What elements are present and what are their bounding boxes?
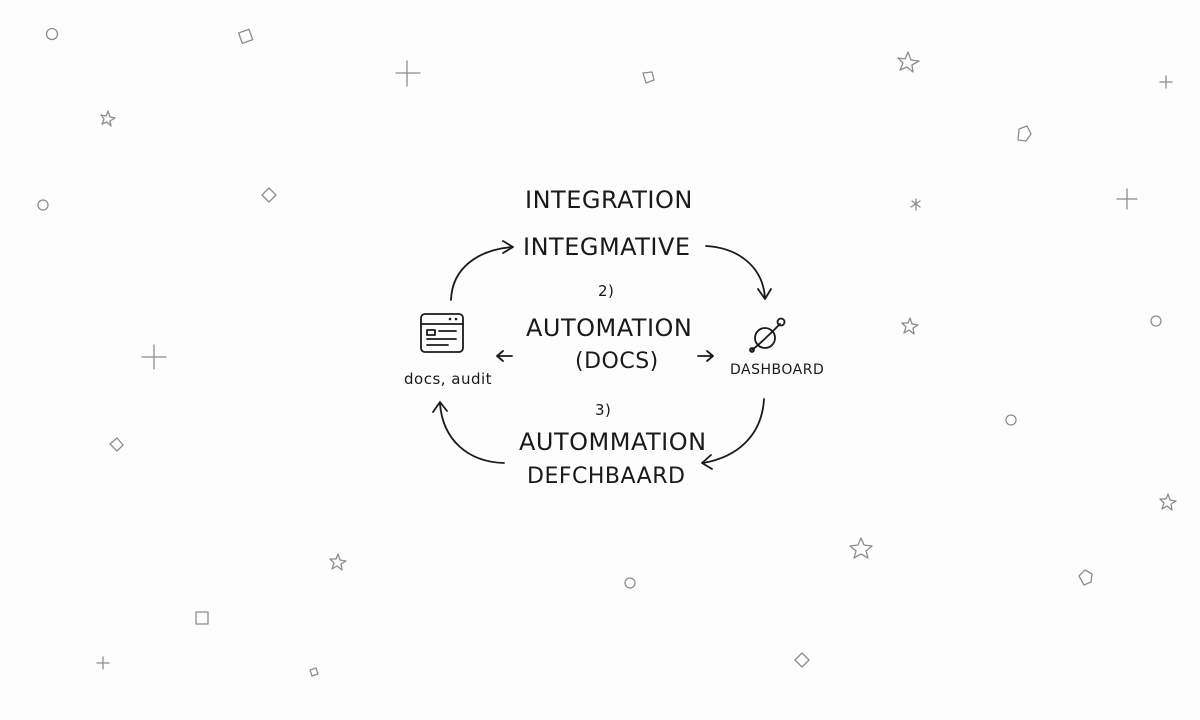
star-doodle xyxy=(1159,493,1177,511)
left-node-label: docs, audit xyxy=(404,370,493,388)
step-number-3: 3) xyxy=(595,401,612,419)
arrow-head xyxy=(432,401,448,413)
circle-doodle xyxy=(1005,414,1017,426)
star-doodle xyxy=(100,110,116,127)
step-number-2: 2) xyxy=(598,282,615,300)
diamond-doodle xyxy=(109,437,124,452)
diamond-doodle xyxy=(309,667,319,677)
arrow-center-left xyxy=(496,350,513,362)
diagram-top-title: INTEGRATION xyxy=(525,186,693,214)
browser-window-icon xyxy=(420,313,464,353)
circle-doodle xyxy=(37,199,49,211)
diamond-doodle xyxy=(794,652,810,668)
arrow-right-to-bottom xyxy=(702,398,765,464)
plus-doodle xyxy=(395,60,421,87)
arrow-bottom-to-left xyxy=(439,403,505,464)
arrow-center-right xyxy=(697,350,714,362)
decorative-shapes xyxy=(37,27,1177,677)
pentagon-doodle xyxy=(1017,125,1032,142)
diagram-bottom-subtitle: DEFCHBAARD xyxy=(527,464,686,489)
arrow-top-to-right xyxy=(705,245,766,299)
right-node-label: DASHBOARD xyxy=(730,362,825,378)
arrow-head xyxy=(502,240,514,254)
circle-doodle xyxy=(1150,315,1162,327)
diamond-doodle xyxy=(642,71,655,84)
diagram-top-label: INTEGMATIVE xyxy=(523,233,691,261)
diamond-doodle xyxy=(261,187,277,203)
plus-doodle xyxy=(141,344,167,370)
cycle-arrows xyxy=(432,240,772,470)
square-doodle xyxy=(195,611,209,625)
circle-doodle xyxy=(624,577,636,589)
plus-doodle xyxy=(1116,188,1138,210)
plus-doodle xyxy=(1159,75,1173,89)
diagram-center-title: AUTOMATION xyxy=(526,314,693,342)
arrow-head xyxy=(757,288,772,300)
arrow-head xyxy=(701,454,713,470)
square-doodle xyxy=(237,28,254,44)
circle-doodle xyxy=(45,27,59,41)
pentagon-doodle xyxy=(1078,569,1093,586)
star-doodle xyxy=(897,51,920,73)
plus-doodle xyxy=(96,656,110,670)
diagram-center-subtitle: (DOCS) xyxy=(575,349,659,374)
star-doodle xyxy=(849,537,873,559)
diagram-bottom-title: AUTOMMATION xyxy=(519,428,707,456)
star-doodle xyxy=(329,553,347,571)
asterisk-doodle xyxy=(910,198,921,211)
arrow-left-to-top xyxy=(450,246,513,301)
orbit-planet-icon xyxy=(749,317,786,353)
star-doodle xyxy=(901,317,919,335)
